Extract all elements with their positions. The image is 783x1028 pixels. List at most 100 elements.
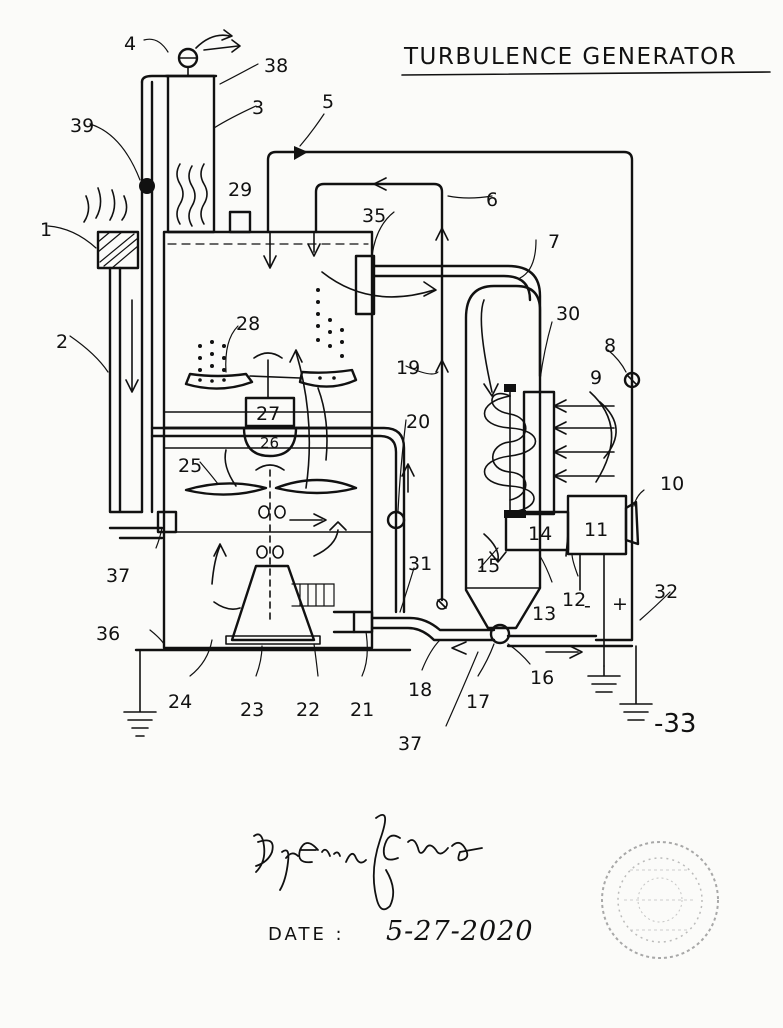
rotor-tray-left: [184, 372, 254, 390]
valve-17: [489, 623, 511, 645]
left-arrow-icon: [451, 641, 467, 655]
ref-21: 21: [350, 699, 374, 721]
ref-18: 18: [408, 679, 432, 701]
arrowhead-icon: [221, 29, 233, 41]
ref-16: 16: [530, 667, 554, 689]
return-pipe: [140, 80, 154, 514]
leader-lines: [47, 38, 671, 727]
solar-collector: [96, 230, 140, 270]
exhaust-arrow-icon: [203, 45, 239, 51]
signature: [253, 814, 483, 911]
ref-15: 15: [476, 555, 500, 577]
rotation-arrow-icon: [253, 352, 283, 359]
arrowhead-icon: [213, 543, 227, 557]
coil-spiral: [483, 395, 537, 513]
sun-ray-icon: [83, 187, 128, 223]
bearing: [274, 505, 286, 519]
ground-label: -33: [654, 709, 696, 739]
generator-base: [225, 635, 321, 645]
ground-symbol-icon: [587, 665, 621, 693]
ref-10: 10: [660, 473, 684, 495]
ref-26: 26: [260, 434, 279, 452]
heat-wave-icon: [188, 165, 196, 227]
wire: [565, 533, 605, 667]
ref-36: 36: [96, 623, 120, 645]
right-arrow-icon: [289, 513, 327, 527]
ground-symbol-icon: [123, 649, 157, 737]
coil-cap: [504, 384, 516, 392]
lower-pipe: [332, 610, 496, 642]
spray-dots-right: [316, 288, 344, 358]
ref-39: 39: [70, 115, 94, 137]
down-arrow-icon: [263, 231, 277, 269]
air-flow-arrow: [313, 521, 347, 557]
ref-27: 27: [256, 403, 280, 425]
fan-blade-right: [274, 478, 358, 495]
left-arrow-icon: [373, 177, 387, 191]
ref-9: 9: [590, 367, 602, 389]
ref-1: 1: [40, 219, 52, 241]
arrowhead-icon: [423, 281, 437, 297]
ref-37b: 37: [398, 733, 422, 755]
notary-seal: [601, 841, 719, 959]
sensor-8: [623, 371, 641, 389]
air-flow-arrow: [317, 387, 328, 461]
drain-box: [504, 510, 526, 518]
ref-31: 31: [408, 553, 432, 575]
ref-12: 12: [562, 589, 586, 611]
cyclone-tank-7: [464, 284, 542, 630]
spray-dots-left: [198, 340, 226, 372]
sensor-8-cross: [626, 374, 638, 386]
motor-27: [244, 396, 296, 428]
check-valve-5: [294, 146, 308, 160]
connector-pipe: [372, 264, 542, 378]
fan-blade-left: [184, 482, 268, 496]
generator-fins: [291, 583, 335, 607]
ref-38: 38: [264, 55, 288, 77]
ref-13: 13: [532, 603, 556, 625]
up-arrow-icon: [435, 359, 449, 373]
air-flow-arrow: [483, 533, 507, 563]
ref-30: 30: [556, 303, 580, 325]
return-pipe-lower: [108, 526, 164, 540]
drawing-title: TURBULENCE GENERATOR: [403, 44, 737, 70]
arrowhead-icon: [289, 349, 303, 363]
ref-17: 17: [466, 691, 490, 713]
polarity-minus: -: [584, 595, 591, 617]
coil-spiral-back: [491, 392, 527, 501]
exhaust-arrow-icon: [195, 34, 231, 49]
title-underline: [401, 71, 771, 76]
return-pipe-bottom: [108, 266, 144, 514]
ref-14: 14: [528, 523, 552, 545]
check-valve-icon: [139, 178, 155, 194]
right-arrow-icon: [545, 645, 583, 659]
ref-7: 7: [548, 231, 560, 253]
air-flow-arrow: [211, 545, 221, 585]
up-arrow-icon: [401, 463, 415, 493]
ref-20: 20: [406, 411, 430, 433]
down-arrow-icon: [307, 231, 321, 257]
curved-flow-arrow: [249, 375, 301, 379]
heat-arrows-9: [553, 391, 617, 483]
ref-29: 29: [228, 179, 252, 201]
air-flow-arrow: [480, 299, 499, 397]
collector-hatch: [97, 231, 139, 269]
coupling-21: [352, 610, 374, 634]
heat-wave-icon: [200, 163, 208, 225]
polarity-plus: +: [612, 593, 628, 615]
ref-34: 37: [106, 565, 130, 587]
ref-22: 22: [296, 699, 320, 721]
reference-numerals: 4 38 3 5 39 29 6 35 1 7 30 28 2 8 19 9 2…: [40, 33, 684, 755]
ref-6: 6: [486, 189, 498, 211]
ref-2: 2: [56, 331, 68, 353]
rotor-tray-right: [298, 368, 358, 388]
ref-28: 28: [236, 313, 260, 335]
return-pipe-top: [140, 74, 170, 84]
up-arrow-icon: [435, 227, 449, 241]
air-flow-arrow: [224, 449, 237, 487]
valve-18-cross: [437, 599, 447, 609]
sensor-box: [228, 210, 252, 234]
switch-10: [624, 500, 640, 546]
bearing: [256, 545, 268, 559]
